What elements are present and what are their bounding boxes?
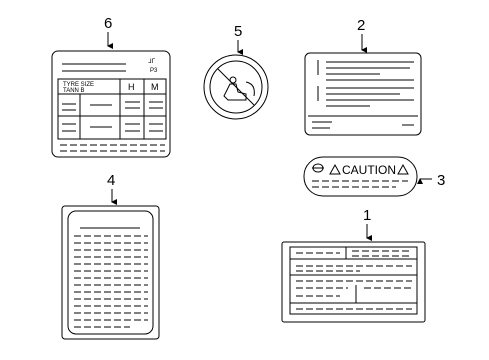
- callout-6: 6: [104, 15, 113, 49]
- tire-label-code-top: ᒧᒥ: [148, 59, 156, 65]
- callout-1: 1: [363, 207, 372, 241]
- caution-label-text: CAUTION: [342, 163, 396, 177]
- callout-2-number: 2: [357, 17, 365, 34]
- caution-label: CAUTION: [303, 156, 418, 197]
- tire-label-code-bottom: P3: [150, 68, 158, 74]
- tire-pressure-label: ᒧᒥ P3 TYRE SIZE TANN B H M: [51, 50, 171, 158]
- callout-6-number: 6: [104, 15, 112, 32]
- callout-3: 3: [417, 172, 445, 189]
- callout-2: 2: [357, 17, 367, 53]
- tire-label-col-h: H: [128, 82, 135, 92]
- airbag-warning-label: [203, 54, 269, 120]
- callout-1-number: 1: [363, 207, 371, 224]
- tire-label-header: TYRE SIZE: [63, 82, 94, 88]
- callout-4-number: 4: [107, 172, 115, 189]
- vertical-info-label: [61, 205, 160, 340]
- callout-4: 4: [107, 172, 117, 205]
- callout-5-number: 5: [234, 23, 242, 40]
- tire-label-subheader: TANN B: [63, 88, 85, 94]
- tire-label-col-m: M: [151, 82, 159, 92]
- certification-label: [281, 241, 426, 323]
- callout-5: 5: [234, 23, 243, 55]
- callout-3-number: 3: [437, 172, 445, 189]
- emission-control-label: [304, 52, 422, 136]
